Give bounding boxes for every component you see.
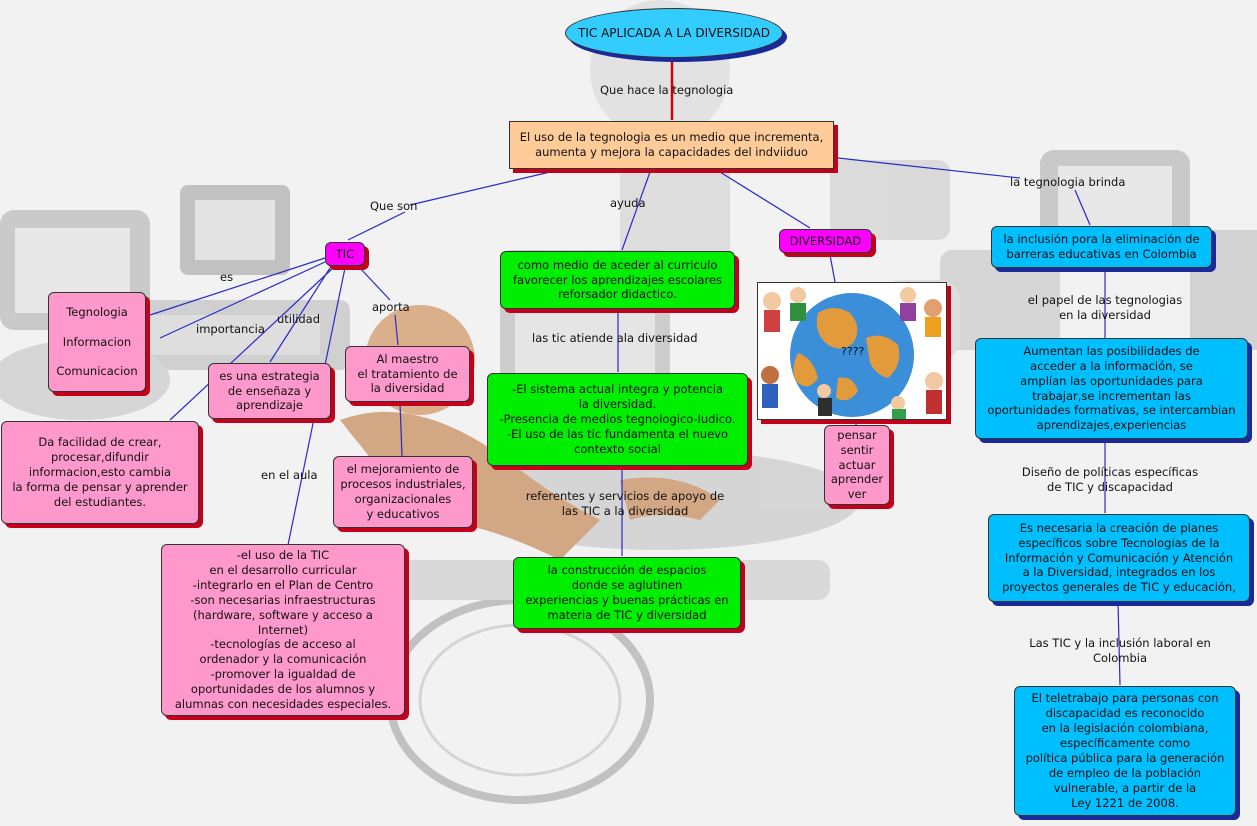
globe-children-picture: ????	[757, 282, 947, 420]
link-label-es: es	[220, 270, 234, 284]
main-idea-text: El uso de la tegnologia es un medio que …	[519, 130, 824, 159]
globe-children-icon	[758, 283, 946, 419]
mejoramiento-text: el mejoramiento de procesos industriales…	[340, 462, 466, 521]
link-label-que-hace: Que hace la tegnologia	[600, 83, 734, 97]
picture-label: ????	[841, 345, 865, 358]
diversidad-text: DIVERSIDAD	[789, 233, 862, 248]
diversidad-node[interactable]: DIVERSIDAD	[779, 229, 872, 253]
uso-tic-node[interactable]: -el uso de la TIC en el desarrollo curri…	[161, 544, 405, 716]
mejoramiento-node[interactable]: el mejoramiento de procesos industriales…	[333, 456, 473, 528]
tic-text: TIC	[335, 246, 355, 261]
link-label-utilidad: utilidad	[277, 312, 321, 326]
link-label-en-el-aula: en el aula	[261, 468, 318, 482]
planes-node[interactable]: Es necesaria la creación de planes espec…	[988, 514, 1250, 602]
teletrabajo-text: El teletrabajo para personas con discapa…	[1025, 691, 1225, 810]
link-label-atiende: las tic atiende ala diversidad	[532, 331, 698, 345]
estrategia-text: es una estrategia de enseñaza y aprendiz…	[219, 368, 320, 413]
estrategia-node[interactable]: es una estrategia de enseñaza y aprendiz…	[208, 363, 331, 419]
uso-tic-text: -el uso de la TIC en el desarrollo curri…	[174, 547, 392, 712]
link-label-que-son: Que son	[370, 199, 418, 213]
curriculo-text: como medio de aceder al curriculo favore…	[512, 257, 723, 302]
tic-node[interactable]: TIC	[325, 242, 365, 266]
tegnologia-node[interactable]: Tegnologia Informacion Comunicacion	[48, 292, 146, 392]
link-label-ayuda: ayuda	[610, 196, 646, 210]
construccion-text: la construcción de espacios donde se agl…	[525, 563, 729, 622]
link-label-aporta: aporta	[372, 300, 410, 314]
maestro-text: Al maestro el tratamiento de la diversid…	[357, 351, 458, 396]
posibilidades-node[interactable]: Aumentan las posibilidades de acceder a …	[975, 338, 1248, 439]
facilidad-text: Da facilidad de crear, procesar,difundir…	[12, 435, 188, 509]
link-label-brinda: la tegnologia brinda	[1010, 175, 1126, 189]
tegnologia-text: Tegnologia Informacion Comunicacion	[56, 304, 138, 379]
link-label-importancia: importancia	[196, 322, 265, 336]
inclusion-node[interactable]: la inclusión pora la eliminación de barr…	[991, 226, 1212, 268]
curriculo-node[interactable]: como medio de aceder al curriculo favore…	[500, 251, 735, 309]
inclusion-text: la inclusión pora la eliminación de barr…	[1003, 232, 1200, 261]
pensar-text: pensar sentir actuar aprender ver	[830, 427, 884, 502]
facilidad-node[interactable]: Da facilidad de crear, procesar,difundir…	[1, 421, 199, 524]
planes-text: Es necesaria la creación de planes espec…	[1002, 520, 1236, 595]
root-topic[interactable]: TIC APLICADA A LA DIVERSIDAD	[565, 8, 783, 58]
link-label-papel: el papel de las tegnologias en la divers…	[1027, 293, 1183, 322]
construccion-node[interactable]: la construcción de espacios donde se agl…	[513, 557, 741, 629]
link-label-laboral: Las TIC y la inclusión laboral en Colomb…	[1029, 636, 1211, 665]
main-idea-node[interactable]: El uso de la tegnologia es un medio que …	[509, 121, 834, 169]
sistema-node[interactable]: -El sistema actual integra y potencia la…	[487, 373, 748, 466]
pensar-node[interactable]: pensar sentir actuar aprender ver	[824, 425, 890, 505]
link-label-diseno: Diseño de políticas específicas de TIC y…	[1021, 465, 1199, 494]
teletrabajo-node[interactable]: El teletrabajo para personas con discapa…	[1014, 686, 1236, 816]
maestro-node[interactable]: Al maestro el tratamiento de la diversid…	[345, 346, 470, 402]
sistema-text: -El sistema actual integra y potencia la…	[499, 382, 736, 456]
link-label-referentes: referentes y servicios de apoyo de las T…	[525, 489, 725, 518]
posibilidades-text: Aumentan las posibilidades de acceder a …	[987, 343, 1236, 433]
root-topic-label: TIC APLICADA A LA DIVERSIDAD	[578, 26, 770, 40]
